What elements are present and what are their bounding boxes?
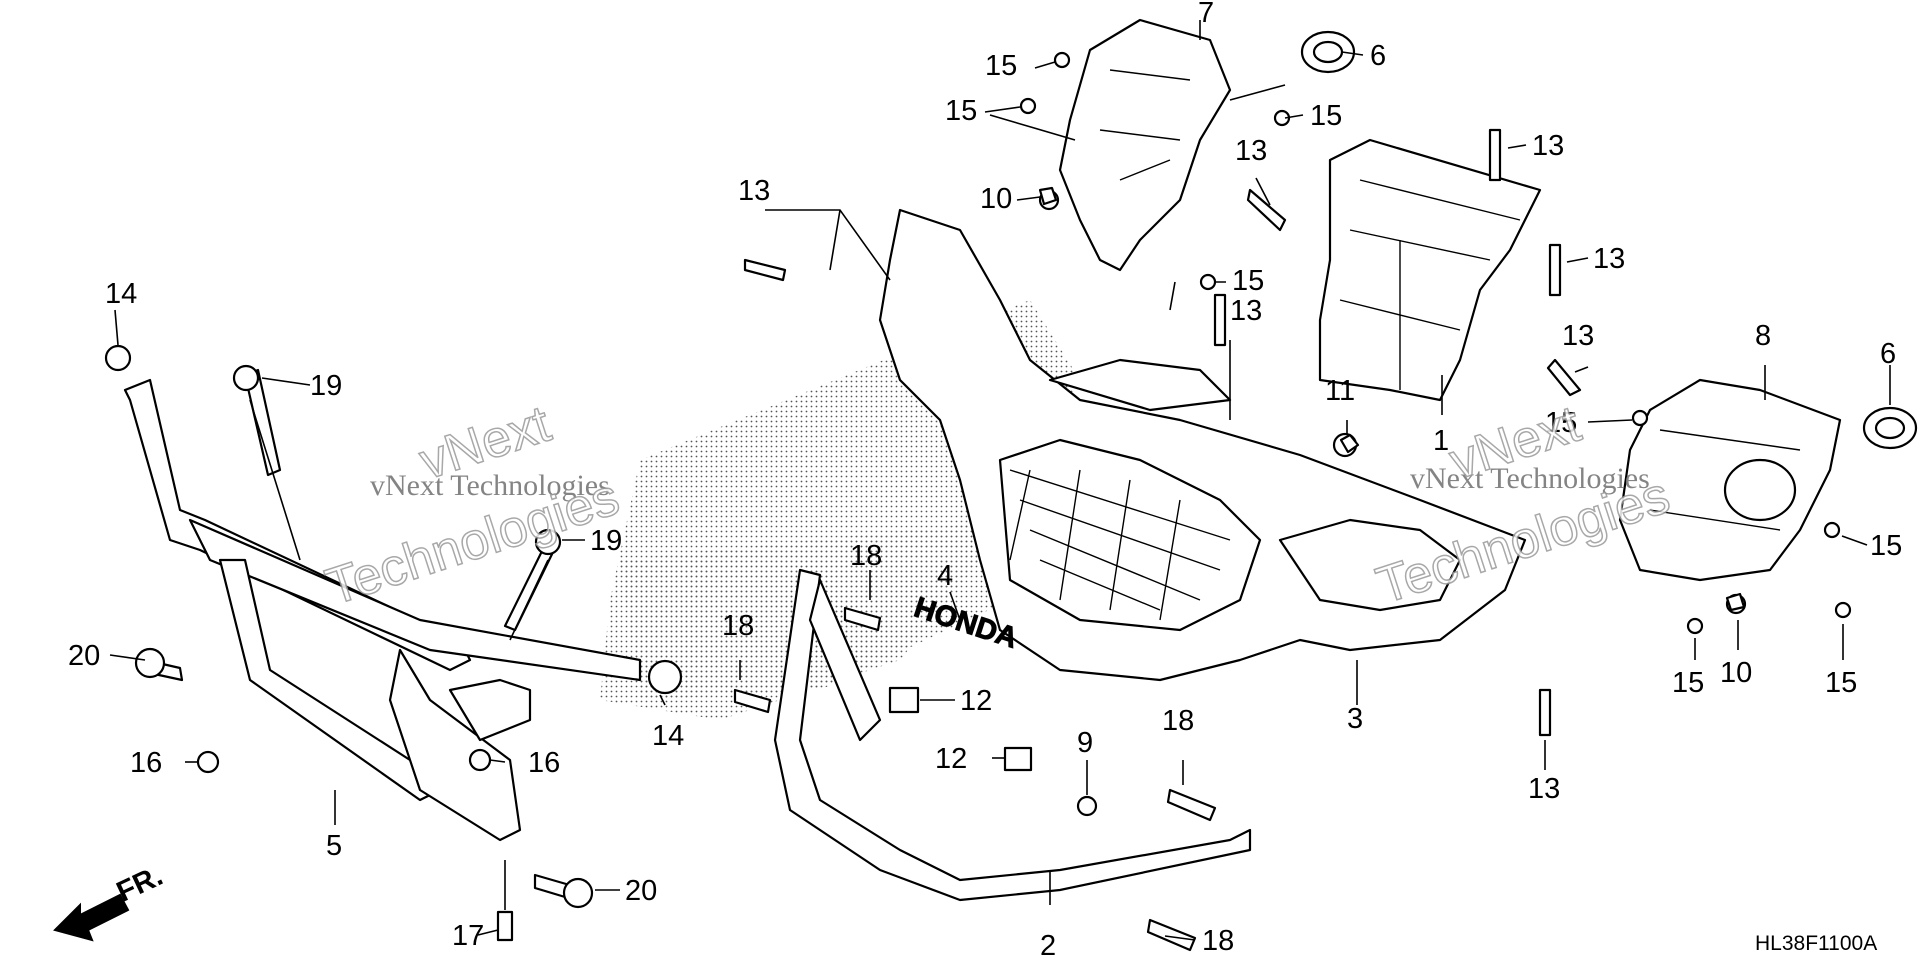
- grommet-6-upper-part: [1300, 30, 1356, 74]
- leader-lines: [109, 20, 1891, 941]
- callout-20-right: 20: [625, 875, 657, 907]
- callout-13-c: 13: [1230, 295, 1262, 327]
- callout-13-b: 13: [1235, 135, 1267, 167]
- callout-14-mid: 14: [652, 720, 684, 752]
- callout-6-upper: 6: [1370, 40, 1386, 72]
- callout-18-d: 18: [1202, 925, 1234, 957]
- callout-7: 7: [1198, 0, 1214, 29]
- callout-13-d: 13: [1532, 130, 1564, 162]
- callout-9: 9: [1077, 727, 1093, 759]
- watermark-small-left: vNext Technologies: [370, 469, 610, 502]
- drawing-code: HL38F1100A: [1755, 932, 1877, 955]
- callout-13-e: 13: [1593, 243, 1625, 275]
- callout-6-right: 6: [1880, 338, 1896, 370]
- callout-15-g: 15: [1672, 667, 1704, 699]
- callout-15-c: 15: [1310, 100, 1342, 132]
- fasteners: [104, 51, 1852, 952]
- callout-19-lower: 19: [590, 525, 622, 557]
- front-direction-arrow: FR.: [53, 860, 168, 942]
- callout-10-right: 10: [1720, 657, 1752, 689]
- callout-15-f: 15: [1870, 530, 1902, 562]
- inner-panel-7-part: [1058, 18, 1232, 272]
- callout-18-a: 18: [850, 540, 882, 572]
- callout-12-upper: 12: [960, 685, 992, 717]
- callout-1: 1: [1433, 425, 1449, 457]
- callout-17: 17: [452, 920, 484, 952]
- callout-15-h: 15: [1825, 667, 1857, 699]
- callout-15-e: 15: [1545, 407, 1577, 439]
- callout-4: 4: [937, 560, 953, 592]
- callout-16-left: 16: [130, 747, 162, 779]
- callout-19-upper: 19: [310, 370, 342, 402]
- callout-15-a: 15: [985, 50, 1017, 82]
- clip-12-upper-part: [888, 686, 920, 714]
- callouts: 7 6 15 15 15 10 13 13 13 15 13 13 13 13 …: [68, 0, 1902, 960]
- front-bumper-5-part: [123, 378, 642, 842]
- duct-box-1-part: [1318, 138, 1542, 402]
- callout-13-a: 13: [738, 175, 770, 207]
- callout-12-lower: 12: [935, 743, 967, 775]
- callout-18-c: 18: [1162, 705, 1194, 737]
- callout-13-f: 13: [1562, 320, 1594, 352]
- callout-16-right: 16: [528, 747, 560, 779]
- watermark-small-right: vNext Technologies: [1410, 462, 1650, 495]
- callout-3: 3: [1347, 703, 1363, 735]
- inner-panel-8-part: [1618, 378, 1842, 582]
- callout-20-left: 20: [68, 640, 100, 672]
- callout-5: 5: [326, 830, 342, 862]
- grommet-6-right-part: [1862, 406, 1918, 450]
- callout-11: 11: [1325, 375, 1355, 407]
- callout-2: 2: [1040, 930, 1056, 960]
- lower-frame-2-part: [773, 568, 1252, 902]
- clip-12-lower-part: [1003, 746, 1033, 772]
- callout-15-b: 15: [945, 95, 977, 127]
- callout-10-left: 10: [980, 183, 1012, 215]
- callout-8: 8: [1755, 320, 1771, 352]
- callout-18-b: 18: [722, 610, 754, 642]
- callout-15-d: 15: [1232, 265, 1264, 297]
- callout-14-top: 14: [105, 278, 137, 310]
- front-grille-cover-part: [878, 208, 1527, 682]
- callout-13-h: 13: [1528, 773, 1560, 805]
- arrow-icon: [53, 893, 130, 942]
